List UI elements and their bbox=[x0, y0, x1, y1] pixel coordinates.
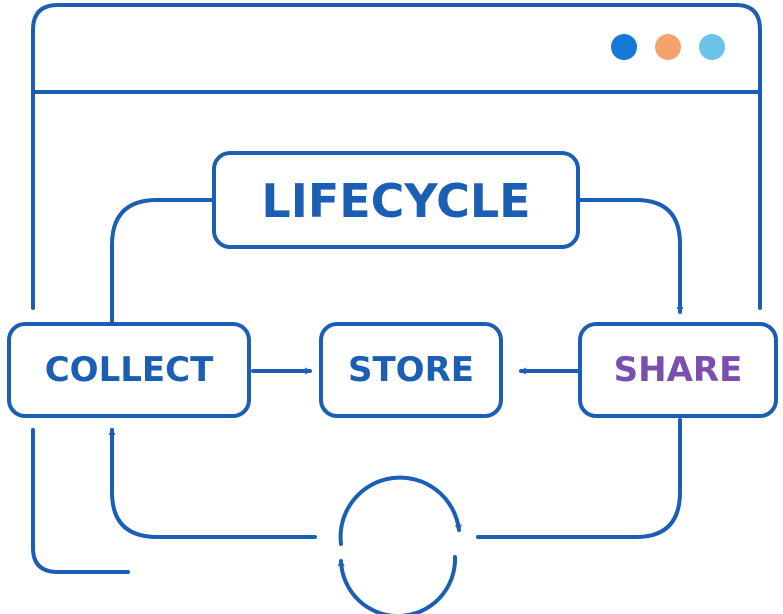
node-store-box bbox=[319, 322, 503, 418]
connector-bottom-to-collect bbox=[108, 428, 317, 539]
node-share-label: SHARE bbox=[614, 350, 743, 390]
node-collect-box bbox=[7, 322, 251, 418]
node-store[interactable]: STORE bbox=[319, 322, 503, 418]
node-share-box bbox=[578, 322, 778, 418]
refresh-arc-top bbox=[338, 475, 462, 546]
window-bottom-left-frame bbox=[31, 428, 130, 574]
refresh-cycle-icon bbox=[337, 475, 462, 614]
node-share[interactable]: SHARE bbox=[578, 322, 778, 418]
node-collect-label: COLLECT bbox=[45, 350, 214, 390]
node-store-label: STORE bbox=[348, 350, 474, 390]
browser-window-frame bbox=[31, 3, 762, 574]
window-controls bbox=[611, 34, 725, 60]
window-dot-orange-icon[interactable] bbox=[655, 34, 681, 60]
window-dot-light-blue-icon[interactable] bbox=[699, 34, 725, 60]
node-lifecycle-box bbox=[212, 151, 580, 249]
node-lifecycle[interactable]: LIFECYCLE bbox=[212, 151, 580, 249]
window-outline bbox=[31, 3, 762, 310]
connectors bbox=[108, 198, 684, 539]
node-collect[interactable]: COLLECT bbox=[7, 322, 251, 418]
connector-share-to-bottom bbox=[476, 418, 682, 539]
connector-collect-to-lifecycle bbox=[110, 198, 216, 325]
node-lifecycle-label: LIFECYCLE bbox=[261, 174, 530, 228]
refresh-arc-bottom bbox=[337, 555, 458, 614]
window-dot-blue-icon[interactable] bbox=[611, 34, 637, 60]
connector-lifecycle-to-share bbox=[576, 198, 684, 314]
